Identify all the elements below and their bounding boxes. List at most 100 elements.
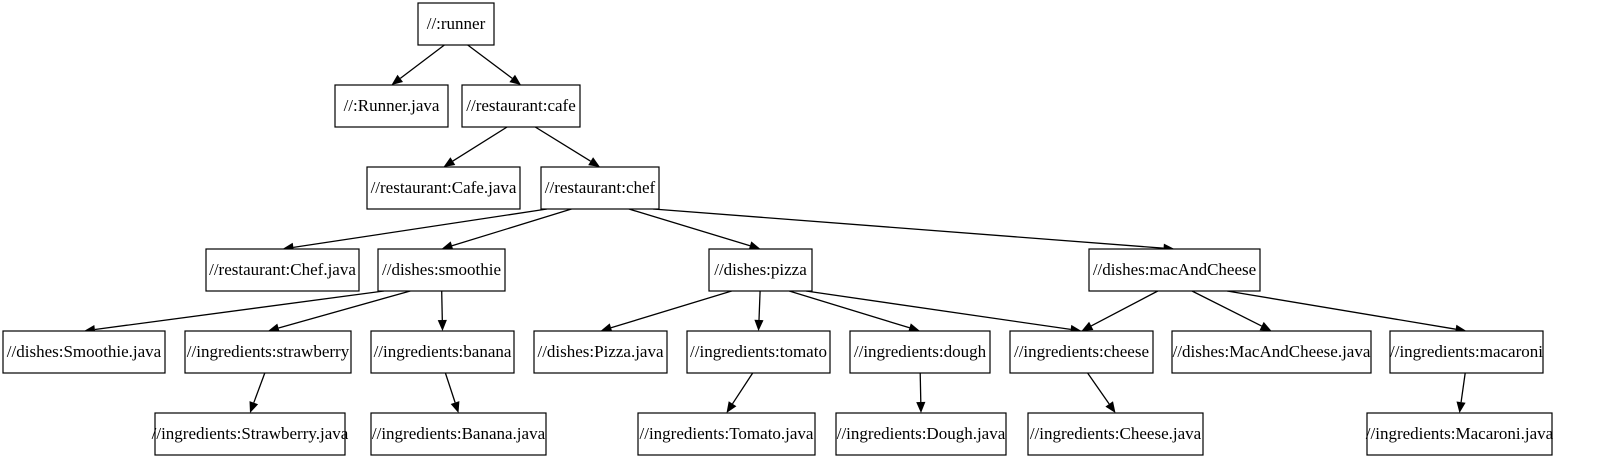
- graph-edge: [652, 208, 1164, 249]
- node-box[interactable]: [184, 330, 352, 374]
- arrow-head-icon: [754, 319, 764, 331]
- arrow-head-icon: [441, 241, 454, 251]
- node-label: //dishes:MacAndCheese.java: [1173, 342, 1371, 361]
- graph-node[interactable]: //ingredients:macaroni: [1389, 330, 1544, 374]
- graph-node[interactable]: //ingredients:Strawberry.java: [152, 412, 349, 456]
- node-label: //:runner: [427, 14, 486, 33]
- arrow-head-icon: [600, 323, 613, 333]
- node-box[interactable]: [205, 248, 360, 292]
- graph-node[interactable]: //ingredients:strawberry: [184, 330, 352, 374]
- arrow-head-icon: [391, 74, 403, 85]
- node-label: //restaurant:chef: [545, 178, 656, 197]
- node-label: //ingredients:tomato: [690, 342, 827, 361]
- graph-node[interactable]: //ingredients:tomato: [686, 330, 831, 374]
- graph-edge: [805, 290, 1071, 331]
- graph-node[interactable]: //restaurant:Chef.java: [205, 248, 360, 292]
- graph-node[interactable]: //restaurant:cafe: [461, 84, 581, 128]
- graph-node[interactable]: //ingredients:Tomato.java: [637, 412, 816, 456]
- arrow-head-icon: [1259, 321, 1272, 331]
- node-box[interactable]: [540, 166, 660, 210]
- node-label: //ingredients:Macaroni.java: [1366, 424, 1554, 443]
- node-label: //restaurant:cafe: [466, 96, 576, 115]
- node-box[interactable]: [1389, 330, 1544, 374]
- node-box[interactable]: [835, 412, 1007, 456]
- node-box[interactable]: [334, 84, 449, 128]
- arrow-head-icon: [1105, 401, 1116, 413]
- arrow-head-icon: [1081, 321, 1094, 331]
- node-box[interactable]: [1027, 412, 1204, 456]
- node-box[interactable]: [417, 2, 495, 46]
- graph-node[interactable]: //:Runner.java: [334, 84, 449, 128]
- node-box[interactable]: [2, 330, 166, 374]
- graph-edge: [534, 126, 591, 162]
- graph-node[interactable]: //:runner: [417, 2, 495, 46]
- graph-edge: [789, 290, 910, 329]
- node-box[interactable]: [533, 330, 668, 374]
- graph-node[interactable]: //restaurant:Cafe.java: [366, 166, 521, 210]
- graph-edge: [253, 372, 266, 403]
- graph-edge: [1090, 290, 1159, 327]
- graph-node[interactable]: //dishes:Smoothie.java: [2, 330, 166, 374]
- node-box[interactable]: [1088, 248, 1261, 292]
- graph-edge: [451, 208, 572, 247]
- graph-node[interactable]: //ingredients:Macaroni.java: [1366, 412, 1554, 456]
- node-label: //dishes:pizza: [714, 260, 807, 279]
- node-box[interactable]: [849, 330, 991, 374]
- graph-node[interactable]: //ingredients:banana: [370, 330, 515, 374]
- graph-edge: [278, 290, 411, 329]
- graph-edge: [1226, 290, 1456, 330]
- graph-node[interactable]: //dishes:smoothie: [377, 248, 506, 292]
- node-label: //ingredients:dough: [854, 342, 987, 361]
- arrow-head-icon: [908, 323, 920, 333]
- node-label: //dishes:Pizza.java: [537, 342, 664, 361]
- graph-edge: [94, 290, 385, 331]
- node-label: //ingredients:Dough.java: [837, 424, 1006, 443]
- graph-edge: [441, 290, 443, 321]
- node-label: //ingredients:Cheese.java: [1030, 424, 1202, 443]
- node-box[interactable]: [377, 248, 506, 292]
- node-box[interactable]: [370, 330, 515, 374]
- graph-node[interactable]: //ingredients:cheese: [1009, 330, 1154, 374]
- node-box[interactable]: [1009, 330, 1154, 374]
- graph-node[interactable]: //ingredients:Cheese.java: [1027, 412, 1204, 456]
- graph-edge: [758, 290, 761, 321]
- arrow-head-icon: [268, 323, 280, 333]
- arrow-head-icon: [450, 401, 460, 413]
- node-label: //ingredients:Banana.java: [372, 424, 546, 443]
- graph-edge: [610, 290, 732, 329]
- node-box[interactable]: [708, 248, 813, 292]
- node-box[interactable]: [1171, 330, 1372, 374]
- node-label: //ingredients:banana: [374, 342, 512, 361]
- graph-edge: [919, 372, 922, 403]
- graph-node[interactable]: //dishes:Pizza.java: [533, 330, 668, 374]
- graph-edge: [444, 372, 456, 403]
- node-box[interactable]: [461, 84, 581, 128]
- arrow-head-icon: [443, 157, 456, 167]
- node-label: //ingredients:macaroni: [1390, 342, 1543, 361]
- node-label: //ingredients:cheese: [1014, 342, 1149, 361]
- graph-node[interactable]: //ingredients:Dough.java: [835, 412, 1007, 456]
- node-box[interactable]: [686, 330, 831, 374]
- node-box[interactable]: [1366, 412, 1553, 456]
- graph-node[interactable]: //dishes:macAndCheese: [1088, 248, 1261, 292]
- graph-edge: [1191, 290, 1262, 327]
- node-box[interactable]: [154, 412, 346, 456]
- node-box[interactable]: [366, 166, 521, 210]
- graph-edge: [731, 372, 754, 405]
- node-box[interactable]: [637, 412, 816, 456]
- edge-layer: [84, 44, 1467, 413]
- node-label: //dishes:smoothie: [382, 260, 501, 279]
- graph-node[interactable]: //dishes:pizza: [708, 248, 813, 292]
- node-box[interactable]: [370, 412, 547, 456]
- graph-edge: [628, 208, 751, 247]
- graph-edge: [1460, 372, 1466, 403]
- arrow-head-icon: [509, 74, 521, 85]
- graph-node[interactable]: //restaurant:chef: [540, 166, 660, 210]
- node-label: //ingredients:strawberry: [187, 342, 350, 361]
- graph-node[interactable]: //ingredients:dough: [849, 330, 991, 374]
- graph-node[interactable]: //ingredients:Banana.java: [370, 412, 547, 456]
- graph-node[interactable]: //dishes:MacAndCheese.java: [1171, 330, 1372, 374]
- node-label: //restaurant:Chef.java: [209, 260, 356, 279]
